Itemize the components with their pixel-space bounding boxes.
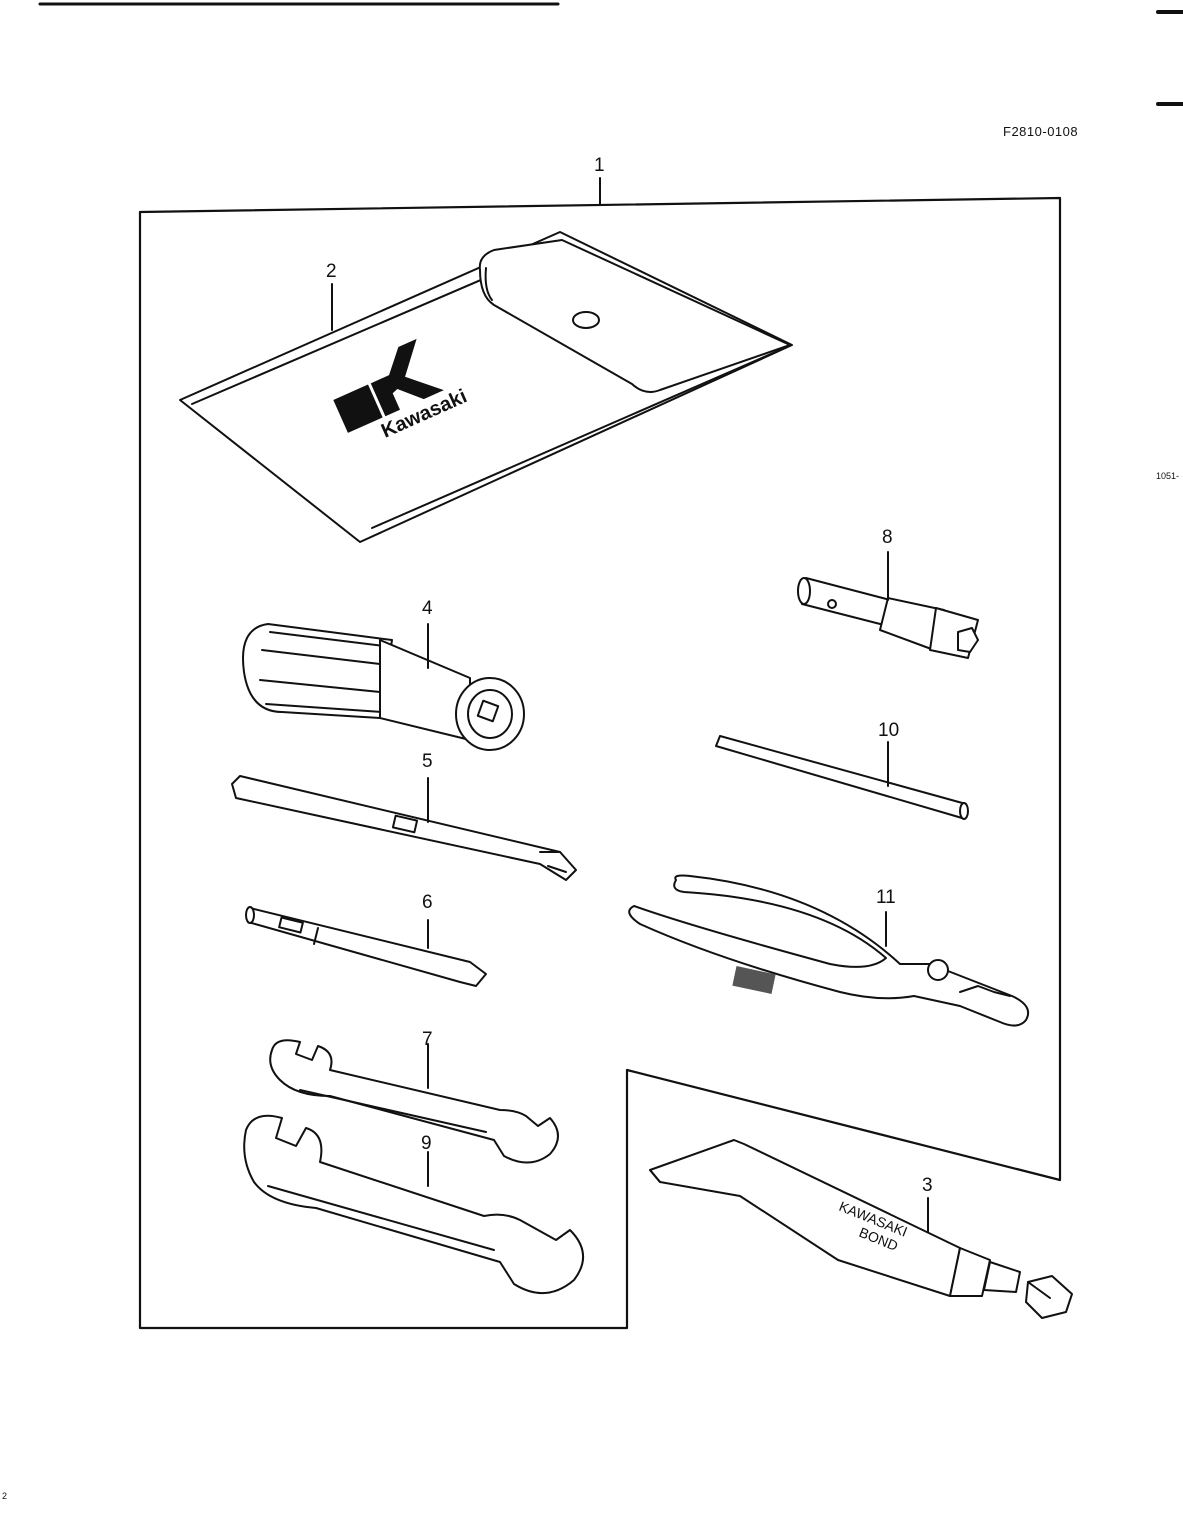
callout-10: 10: [878, 720, 900, 741]
screwdriver-bit-double-drawing: [231, 775, 577, 881]
callout-9: 9: [421, 1133, 432, 1154]
screwdriver-handle-drawing: [242, 623, 525, 751]
callout-7: 7: [422, 1029, 433, 1050]
tommy-bar-drawing: [715, 735, 969, 820]
callout-11: 11: [876, 887, 896, 908]
wrench-large-drawing: [243, 1114, 584, 1295]
callout-6: 6: [422, 892, 433, 913]
kit-frame: [138, 196, 1062, 1330]
figure-code: F2810-0108: [1003, 124, 1079, 139]
pliers-drawing: [628, 874, 1030, 1027]
callout-4: 4: [422, 598, 433, 619]
callout-8: 8: [882, 527, 893, 548]
callout-2: 2: [326, 261, 337, 282]
callout-5: 5: [422, 751, 433, 772]
wrench-small-drawing: [269, 1039, 559, 1164]
tool-pouch-drawing: Kawasaki: [179, 231, 793, 543]
spark-plug-wrench-drawing: [797, 551, 979, 659]
callout-1: 1: [594, 155, 605, 176]
edge-label-right: 1051-: [1156, 471, 1180, 481]
edge-label-left: 2: [2, 1491, 8, 1501]
screwdriver-bit-short-drawing: [245, 906, 487, 987]
callout-3: 3: [922, 1175, 933, 1196]
